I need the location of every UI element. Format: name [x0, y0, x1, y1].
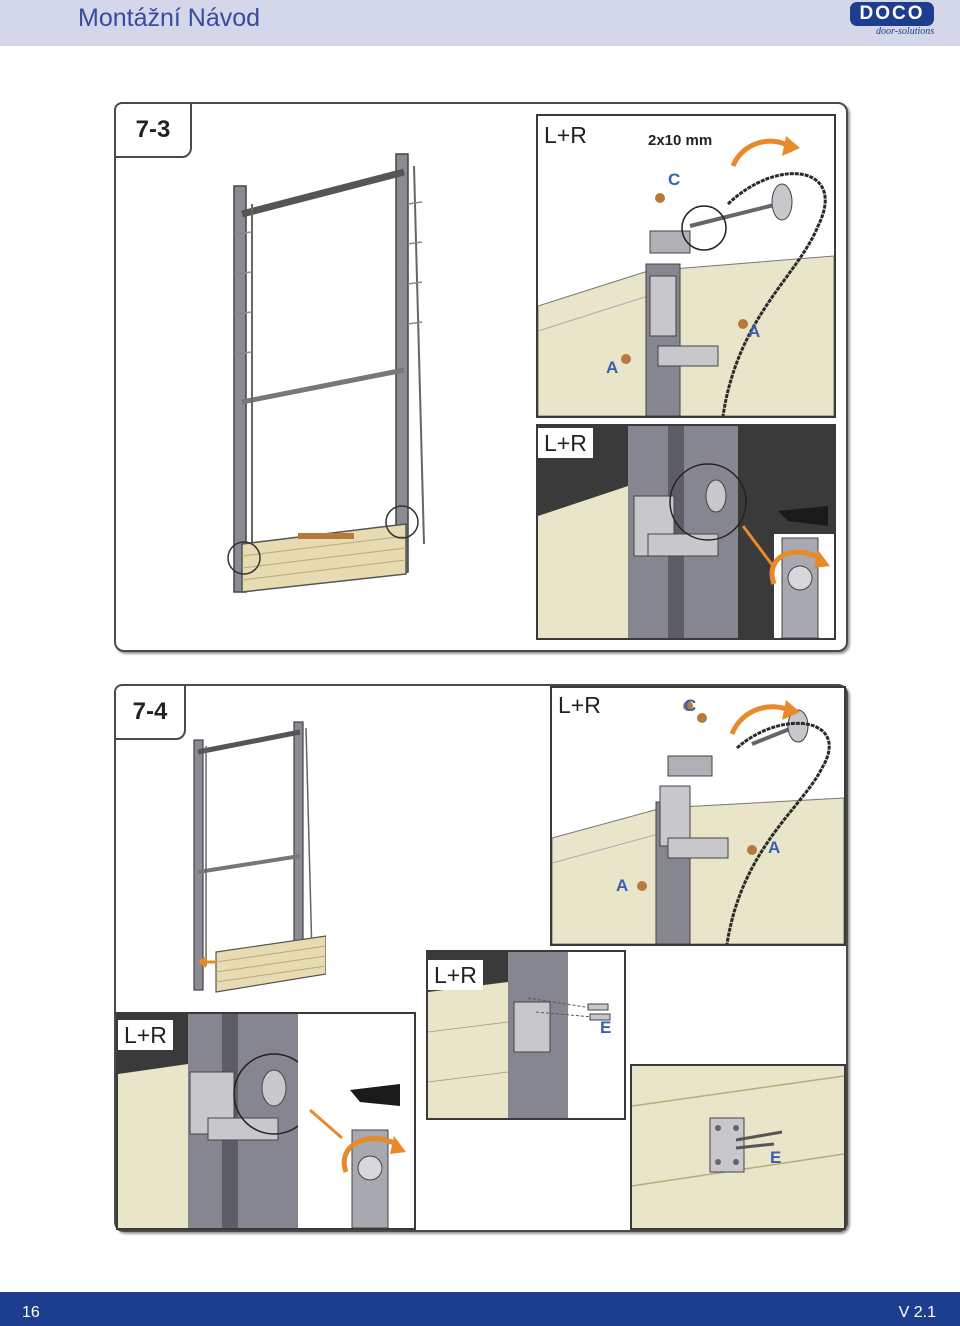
doco-logo: DOCO door-solutions [846, 2, 936, 40]
header-band: Montážní Návod DOCO door-solutions [0, 0, 960, 46]
step-7-4-inset-bottom-left: L+R [116, 1012, 416, 1230]
logo-text: DOCO [850, 2, 934, 26]
step-7-3-panel: 7-3 [114, 102, 848, 652]
footer-band: 16 V 2.1 [0, 1292, 960, 1326]
logo-subtitle: door-solutions [876, 26, 935, 37]
hinge-screw-drawing [428, 952, 624, 1118]
hinge-plate-drawing [632, 1066, 844, 1228]
step-7-3-label: 7-3 [114, 102, 192, 158]
part-label-e: E [770, 1148, 782, 1167]
step-7-4-panel: 7-4 L+R C [114, 684, 848, 1232]
hinge-cable-drawing [538, 136, 834, 416]
part-label-c: C [684, 696, 697, 715]
step-7-3-inset-top: L+R 2x10 mm C A A [536, 114, 836, 418]
inset-label: L+R [552, 690, 607, 720]
part-label-e: E [600, 1018, 612, 1037]
step-7-4-inset-top: L+R C A A [550, 686, 846, 946]
inset-label: L+R [118, 1020, 173, 1050]
page-title: Montážní Návod [78, 4, 261, 32]
part-label-a-right: A [748, 322, 761, 341]
inset-label: L+R [428, 960, 483, 990]
hinge-detail-drawing [538, 426, 834, 638]
page-number: 16 [22, 1304, 40, 1321]
step-7-4-label: 7-4 [114, 684, 186, 740]
step-7-4-inset-middle: L+R E [426, 950, 626, 1120]
door-frame-illustration [227, 153, 425, 593]
step-7-4-inset-bottom-right: E [630, 1064, 846, 1230]
dimension-label: 2x10 mm [648, 132, 713, 149]
hinge-cable-drawing [552, 700, 844, 944]
part-label-c: C [668, 170, 681, 189]
door-frame-illustration [193, 721, 326, 993]
part-label-a-left: A [616, 876, 629, 895]
part-label-a-left: A [606, 358, 619, 377]
inset-label: L+R [538, 428, 593, 458]
part-label-a-right: A [768, 838, 781, 857]
step-7-3-inset-bottom: L+R [536, 424, 836, 640]
inset-label: L+R [538, 120, 593, 150]
version-label: V 2.1 [898, 1304, 936, 1321]
